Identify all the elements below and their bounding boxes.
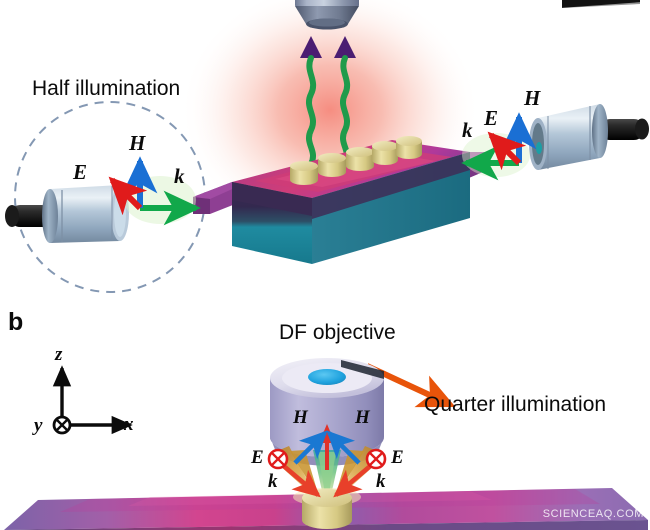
vector-E-right <box>487 131 527 171</box>
nanodisk <box>318 153 346 177</box>
light-wave-right <box>340 55 351 167</box>
objective-aperture <box>308 369 346 385</box>
light-wave-left <box>306 55 317 167</box>
axis-label-x: x <box>124 414 134 435</box>
collection-objective <box>295 0 359 30</box>
vector-label-H-right: H <box>524 86 541 110</box>
right-light-source <box>529 104 649 170</box>
df-objective-label: DF objective <box>279 321 396 344</box>
nanodisk-panel-b <box>302 489 352 529</box>
vector-label-k-right-b: k <box>376 471 386 492</box>
vector-label-E-left-b: E <box>251 447 264 468</box>
panel-b-letter: b <box>8 308 23 336</box>
vector-triad-left <box>108 156 201 226</box>
watermark-text: SCIENCEAQ.COM <box>542 508 644 520</box>
nanodisk <box>346 147 374 171</box>
vector-label-E-right-b: E <box>391 447 404 468</box>
scatter-arrowhead-left <box>300 36 322 58</box>
vector-label-H-right-b: H <box>355 407 370 428</box>
nanodisk <box>372 141 398 165</box>
vector-label-E-right: E <box>484 106 499 130</box>
vector-E-right-symbol <box>365 448 387 470</box>
nanodisk <box>290 161 318 185</box>
vector-H-right-b <box>326 430 361 465</box>
nanodisk <box>396 136 422 159</box>
vector-label-H-left-b: H <box>293 407 308 428</box>
nanodisk-array <box>290 136 422 185</box>
panel-b <box>4 358 648 530</box>
vector-E-left <box>108 176 148 216</box>
vector-k-right-b <box>333 460 377 498</box>
vector-label-E-left: E <box>73 160 88 184</box>
axis-label-y: y <box>34 415 43 436</box>
coordinate-axes <box>52 365 133 435</box>
vector-E-left-symbol <box>267 448 289 470</box>
vector-label-H-left: H <box>129 131 146 155</box>
vector-H-left-b <box>293 430 328 465</box>
sample-stage <box>193 136 490 264</box>
scattered-light-rays <box>300 36 356 167</box>
vector-label-k-right: k <box>462 118 473 142</box>
axis-label-z: z <box>55 344 63 365</box>
panel-a <box>5 0 649 293</box>
vector-label-k-left-b: k <box>268 471 278 492</box>
scatter-arrowhead-right <box>334 36 356 58</box>
half-illumination-label: Half illumination <box>32 77 181 100</box>
vector-k-left-b <box>277 460 321 498</box>
quarter-illumination-label: Quarter illumination <box>424 393 607 416</box>
vector-triad-right <box>461 112 537 181</box>
axis-y-into-page-symbol <box>52 415 72 435</box>
vector-label-k-left: k <box>174 164 185 188</box>
left-light-source <box>5 185 129 243</box>
top-right-cutoff-element <box>560 0 642 12</box>
